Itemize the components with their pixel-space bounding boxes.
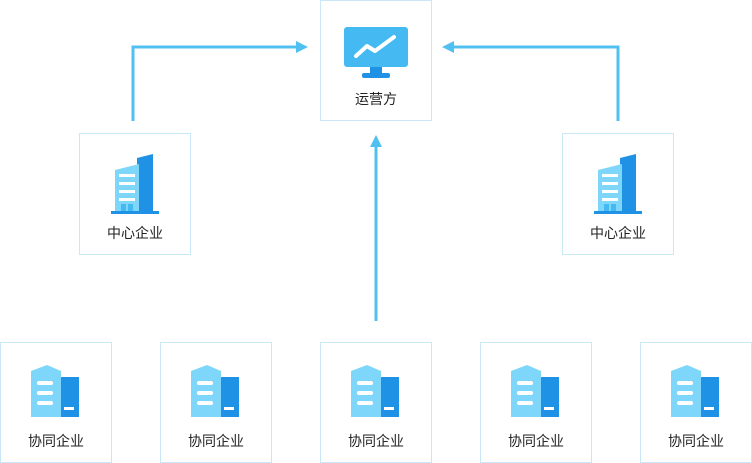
center-enterprise-node-1: 中心企业 (79, 133, 191, 255)
arrow-left-center-to-operator (131, 45, 298, 121)
collab-enterprise-label-4: 协同企业 (508, 434, 564, 450)
collab-enterprise-node-3: 协同企业 (320, 342, 432, 463)
collab-enterprise-label-2: 协同企业 (188, 434, 244, 450)
arrowhead-left (296, 41, 308, 53)
operator-node: 运营方 (320, 0, 432, 121)
factory-building-icon (511, 365, 559, 417)
office-building-icon (594, 154, 642, 214)
arrowhead-right (442, 41, 454, 53)
monitor-chart-icon (344, 27, 408, 78)
center-enterprise-label-2: 中心企业 (590, 226, 646, 242)
collab-enterprise-label-1: 协同企业 (28, 434, 84, 450)
center-enterprise-node-2: 中心企业 (562, 133, 674, 255)
collab-enterprise-label-3: 协同企业 (348, 434, 404, 450)
factory-building-icon (191, 365, 239, 417)
collab-enterprise-node-5: 协同企业 (640, 342, 752, 463)
collab-enterprise-node-4: 协同企业 (480, 342, 592, 463)
factory-building-icon (671, 365, 719, 417)
collab-enterprise-node-2: 协同企业 (160, 342, 272, 463)
arrow-right-center-to-operator (452, 45, 620, 121)
operator-label: 运营方 (355, 92, 397, 108)
factory-building-icon (351, 365, 399, 417)
arrowhead-middle (370, 135, 382, 147)
collab-enterprise-label-5: 协同企业 (668, 434, 724, 450)
collab-enterprise-node-1: 协同企业 (0, 342, 112, 463)
office-building-icon (111, 154, 159, 214)
center-enterprise-label-1: 中心企业 (107, 226, 163, 242)
factory-building-icon (31, 365, 79, 417)
